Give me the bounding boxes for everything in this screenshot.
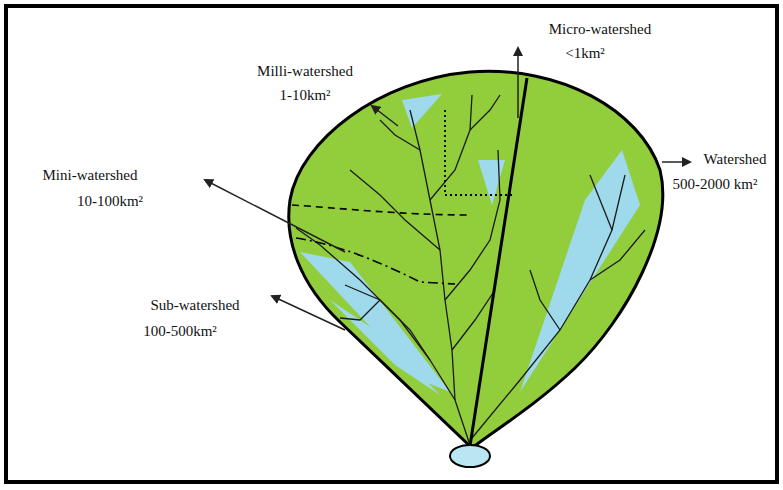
- watershed-area: [289, 71, 663, 448]
- outlet: [450, 445, 490, 467]
- micro-boundary: [445, 110, 512, 195]
- level-name: Sub-watershed: [150, 296, 239, 314]
- level-name: Milli-watershed: [257, 62, 353, 80]
- sub-boundary: [296, 238, 455, 284]
- area-range: 100-500km²: [143, 322, 217, 340]
- area-range: 500-2000 km²: [673, 175, 758, 193]
- leader-arrows: [205, 48, 690, 330]
- divide-line: [470, 78, 527, 446]
- area-range: <1km²: [565, 44, 605, 62]
- level-name: Watershed: [704, 150, 767, 168]
- streams: [296, 95, 645, 445]
- level-name: Mini-watershed: [43, 166, 138, 184]
- area-range: 1-10km²: [279, 86, 330, 104]
- mini-boundary: [292, 205, 470, 215]
- level-name: Micro-watershed: [549, 20, 651, 38]
- frame: [6, 6, 777, 482]
- area-range: 10-100km²: [77, 192, 143, 210]
- water-areas: [300, 94, 640, 395]
